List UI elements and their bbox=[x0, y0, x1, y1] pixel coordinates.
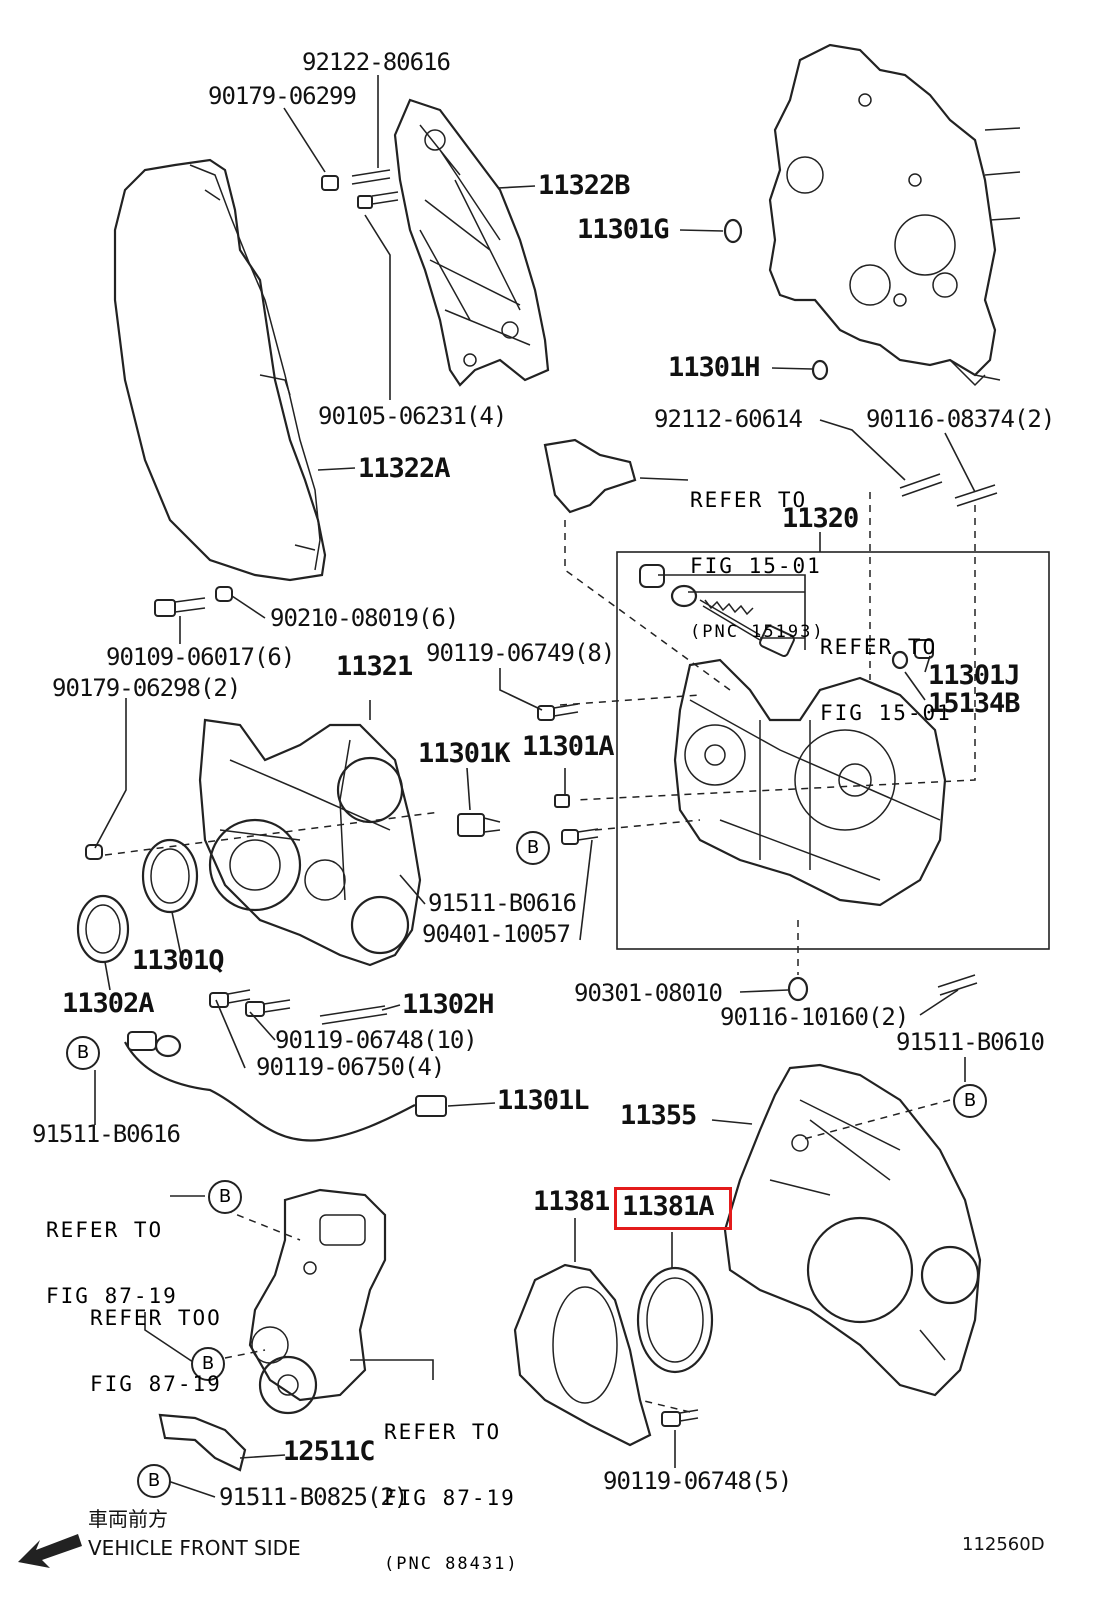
marker-b: B bbox=[953, 1084, 987, 1118]
callout-11301K[interactable]: 11301K bbox=[418, 738, 511, 769]
callout-11301Q[interactable]: 11301Q bbox=[132, 945, 225, 976]
tensioner-bracket-drawing bbox=[248, 1188, 387, 1415]
callout-90116-10160[interactable]: 90116-10160(2) bbox=[720, 1003, 909, 1031]
callout-15134B[interactable]: 15134B bbox=[928, 688, 1021, 719]
callout-11381A[interactable]: 11381A bbox=[622, 1191, 715, 1222]
callout-90301-08010[interactable]: 90301-08010 bbox=[574, 979, 723, 1007]
refer-line: REFER TO bbox=[690, 488, 808, 512]
refer-note[interactable]: REFER TO FIG 15-01 bbox=[820, 592, 952, 746]
callout-11302A[interactable]: 11302A bbox=[62, 988, 155, 1019]
refer-line: REFER TO bbox=[46, 1218, 164, 1242]
sensor-cable-11301L bbox=[124, 1031, 447, 1142]
direction-jp: 車両前方 bbox=[88, 1507, 168, 1531]
refer-line: (PNC 88431) bbox=[384, 1554, 519, 1574]
fasteners-mid bbox=[85, 586, 978, 1427]
refer-note[interactable]: REFER TO FIG 87-19 (PNC 88431) bbox=[384, 1377, 519, 1597]
retainer-11381-drawing bbox=[513, 1263, 652, 1447]
refer-line: FIG 15-01 bbox=[690, 554, 822, 578]
callout-11301H[interactable]: 11301H bbox=[668, 352, 761, 383]
direction-en: VEHICLE FRONT SIDE bbox=[88, 1536, 301, 1560]
highlight-box bbox=[614, 1187, 732, 1230]
dashed-guides bbox=[104, 492, 976, 1413]
callout-12511C[interactable]: 12511C bbox=[283, 1436, 376, 1467]
refer-line: FIG 87-19 bbox=[90, 1372, 222, 1396]
chain-cover-11321-drawing bbox=[198, 718, 422, 967]
callout-11301L[interactable]: 11301L bbox=[497, 1085, 590, 1116]
engine-block-outline bbox=[768, 43, 1021, 387]
callout-11381[interactable]: 11381 bbox=[533, 1186, 610, 1217]
seal-11302A bbox=[76, 894, 130, 964]
refer-line: REFER TOO bbox=[90, 1306, 222, 1330]
marker-b: B bbox=[208, 1180, 242, 1214]
callout-90210-08019[interactable]: 90210-08019(6) bbox=[270, 604, 459, 632]
callout-90119-06749[interactable]: 90119-06749(8) bbox=[426, 639, 615, 667]
bracket-12511C bbox=[158, 1413, 247, 1472]
timing-cover-11322A-drawing bbox=[113, 158, 327, 582]
callout-90116-08374[interactable]: 90116-08374(2) bbox=[866, 405, 1055, 433]
callout-91511-B0616[interactable]: 91511-B0616 bbox=[32, 1120, 181, 1148]
callout-90401-10057[interactable]: 90401-10057 bbox=[422, 920, 571, 948]
callout-11321[interactable]: 11321 bbox=[336, 651, 413, 682]
callout-11320[interactable]: 11320 bbox=[782, 503, 859, 534]
callout-90109-06017[interactable]: 90109-06017(6) bbox=[106, 643, 295, 671]
callout-92112-60614[interactable]: 92112-60614 bbox=[654, 405, 803, 433]
oil-pump-parts bbox=[639, 564, 934, 670]
arrow-left-icon bbox=[18, 1534, 82, 1568]
oring-11301H bbox=[811, 359, 829, 381]
callout-11302H[interactable]: 11302H bbox=[402, 989, 495, 1020]
callout-11301A[interactable]: 11301A bbox=[522, 731, 615, 762]
callout-11322A[interactable]: 11322A bbox=[358, 453, 451, 484]
diagram-id: 112560D bbox=[962, 1534, 1045, 1555]
refer-line: REFER TO bbox=[384, 1420, 502, 1444]
refer-note[interactable]: REFER TOO FIG 87-19 bbox=[90, 1263, 222, 1417]
cover-plate-11322B-drawing bbox=[393, 98, 550, 387]
marker-b: B bbox=[137, 1464, 171, 1498]
refer-line: REFER TO bbox=[820, 635, 938, 659]
callout-90105-06231[interactable]: 90105-06231(4) bbox=[318, 402, 507, 430]
oil-seal-11381A bbox=[636, 1266, 714, 1374]
refer-line: FIG 87-19 bbox=[46, 1284, 178, 1308]
seal-11301Q bbox=[141, 838, 199, 914]
oil-pump-body-11320 bbox=[673, 658, 947, 907]
marker-b: B bbox=[516, 831, 550, 865]
callout-11301J[interactable]: 11301J bbox=[928, 660, 1021, 691]
callout-90119-06748[interactable]: 90119-06748(10) bbox=[275, 1026, 478, 1054]
leader-lines bbox=[94, 75, 976, 1498]
assembly-box-11320 bbox=[616, 551, 1050, 950]
refer-note[interactable]: REFER TO FIG 15-01 (PNC 15193) bbox=[690, 445, 825, 665]
callout-91511-B0825[interactable]: 91511-B0825(2) bbox=[219, 1483, 408, 1511]
oring-11301G bbox=[723, 218, 743, 244]
callout-90179-06299[interactable]: 90179-06299 bbox=[208, 82, 357, 110]
plate-11355-drawing bbox=[723, 1063, 982, 1397]
bracket-refer-15-01 bbox=[543, 438, 637, 514]
callout-11355[interactable]: 11355 bbox=[620, 1100, 697, 1131]
marker-b: B bbox=[66, 1036, 100, 1070]
callout-90179-06298[interactable]: 90179-06298(2) bbox=[52, 674, 241, 702]
callout-91511-B0610[interactable]: 91511-B0610 bbox=[896, 1028, 1045, 1056]
callout-92122-80616[interactable]: 92122-80616 bbox=[302, 48, 451, 76]
fasteners-top bbox=[321, 169, 399, 209]
refer-line: FIG 15-01 bbox=[820, 701, 952, 725]
callout-90119-06750[interactable]: 90119-06750(4) bbox=[256, 1053, 445, 1081]
refer-note[interactable]: REFER TO FIG 87-19 bbox=[46, 1175, 178, 1329]
refer-line: (PNC 15193) bbox=[690, 622, 825, 642]
callout-11322B[interactable]: 11322B bbox=[538, 170, 631, 201]
refer-line: FIG 87-19 bbox=[384, 1486, 516, 1510]
callout-91511-B0616[interactable]: 91511-B0616 bbox=[428, 889, 577, 917]
callout-90119-06748[interactable]: 90119-06748(5) bbox=[603, 1467, 792, 1495]
marker-b: B bbox=[191, 1347, 225, 1381]
callout-11301G[interactable]: 11301G bbox=[577, 214, 670, 245]
